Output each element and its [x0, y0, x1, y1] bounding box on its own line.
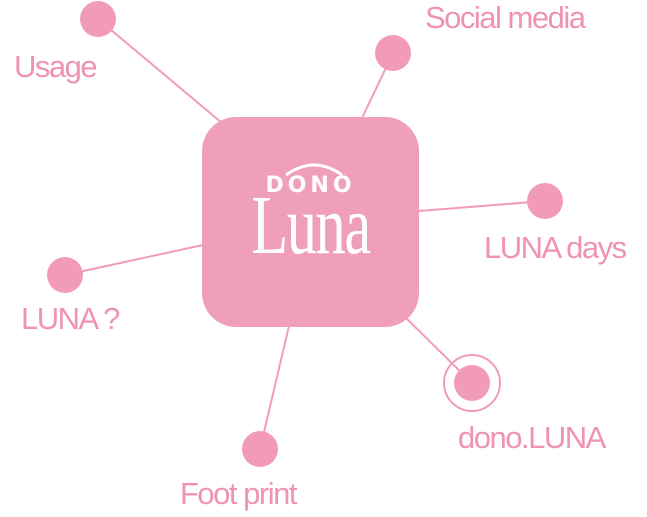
node-label-luna-question[interactable]: LUNA ? — [21, 301, 120, 336]
connector-luna-question — [64, 244, 204, 276]
connector-foot-print — [259, 325, 290, 450]
node-label-social-media[interactable]: Social media — [425, 0, 586, 35]
node-dot-dono-luna[interactable] — [454, 365, 490, 401]
node-label-dono-luna[interactable]: dono.LUNA — [458, 420, 606, 455]
connector-luna-days — [418, 200, 546, 212]
logo-text-dono: DONO — [265, 173, 356, 198]
node-dot-social-media[interactable] — [375, 35, 411, 71]
logo-arc-icon — [285, 163, 343, 177]
node-label-foot-print[interactable]: Foot print — [180, 476, 297, 511]
logo-text-luna: Luna — [251, 179, 371, 272]
node-dot-luna-days[interactable] — [527, 183, 563, 219]
node-label-usage[interactable]: Usage — [14, 49, 98, 84]
node-label-luna-days[interactable]: LUNA days — [484, 230, 627, 265]
node-dot-luna-question[interactable] — [47, 257, 83, 293]
dono-luna-logo[interactable]: DONO Luna — [202, 117, 419, 327]
connector-usage — [97, 18, 229, 129]
node-dot-usage[interactable] — [80, 1, 116, 37]
node-dot-dono-luna-ring — [443, 354, 501, 412]
node-dot-foot-print[interactable] — [242, 431, 278, 467]
